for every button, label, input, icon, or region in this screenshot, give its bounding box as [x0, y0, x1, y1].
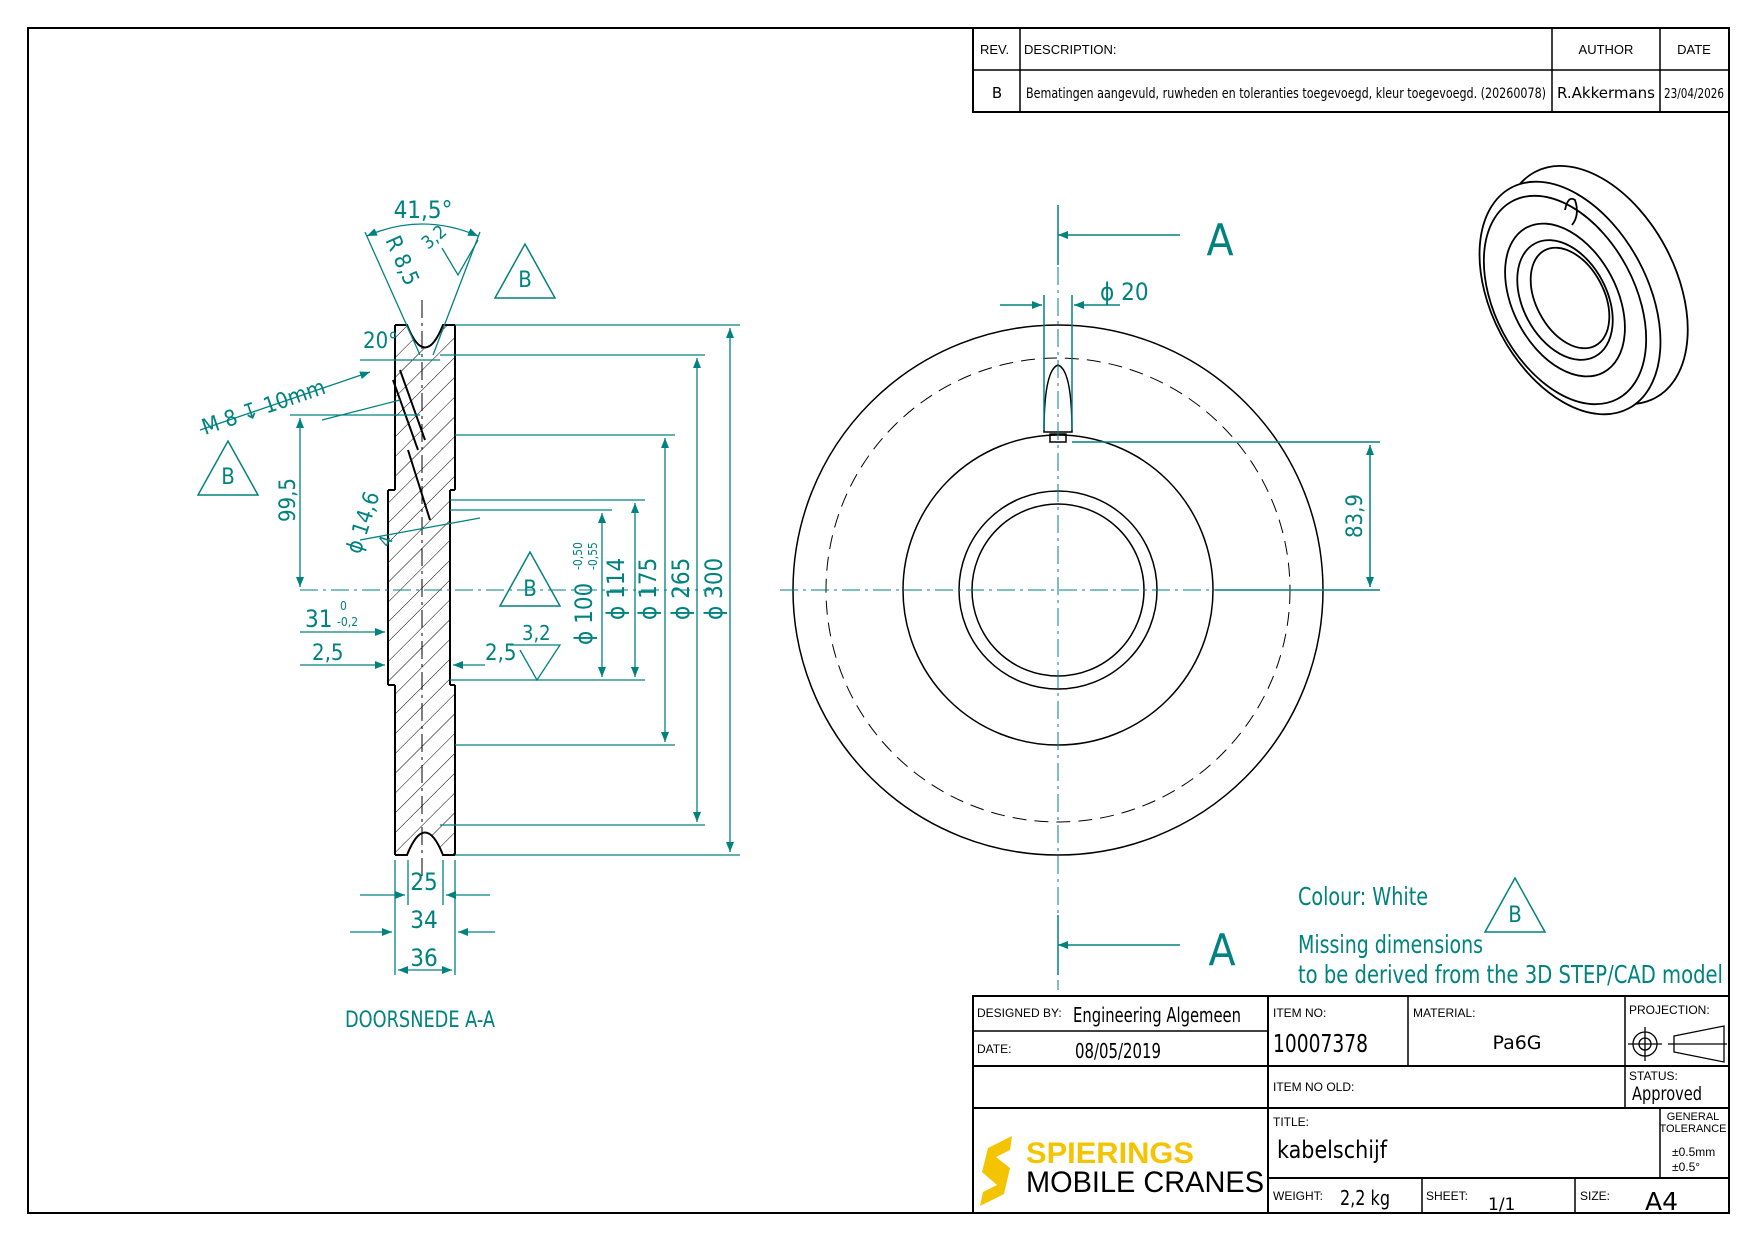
dim-phi-20: ϕ 20 [1100, 278, 1149, 306]
section-title: DOORSNEDE A-A [345, 1008, 495, 1033]
angle-20-dimension: 20° [363, 329, 398, 354]
tol-100-upper: -0,50 [571, 542, 585, 570]
title-block: DESIGNED BY: Engineering Algemeen DATE: … [972, 995, 1730, 1216]
designed-by-label: DESIGNED BY: [977, 1006, 1062, 1020]
triangle-b-mid: B [523, 577, 537, 602]
item-no-old-label: ITEM NO OLD: [1273, 1080, 1354, 1094]
sheet-label: SHEET: [1426, 1189, 1468, 1203]
dim-phi-114: ϕ 114 [602, 558, 630, 620]
description-header: DESCRIPTION: [1024, 42, 1116, 57]
roughness-mid: 3,2 [522, 621, 551, 645]
colour-note: Colour: White [1298, 882, 1428, 911]
title-label: TITLE: [1273, 1115, 1309, 1129]
dim-phi-175: ϕ 175 [634, 558, 662, 620]
radius-dimension: R 8,5 [380, 232, 424, 289]
dim-31: 31 [305, 605, 332, 633]
dim-phi-14-6: ϕ 14,6 [342, 489, 385, 557]
size-label: SIZE: [1580, 1189, 1610, 1203]
status-label: STATUS: [1629, 1069, 1678, 1083]
notes-triangle-letter: B [1508, 903, 1522, 928]
date-header: DATE [1677, 42, 1711, 57]
dim-right-2-5: 2,5 [485, 641, 516, 666]
front-view: A A ϕ 20 83,9 [780, 205, 1380, 990]
dim-25: 25 [410, 868, 437, 896]
thread-dimension: M 8 ↧ 10mm [199, 375, 329, 441]
material-label: MATERIAL: [1413, 1006, 1475, 1020]
weight-label: WEIGHT: [1273, 1189, 1323, 1203]
dim-left-2-5: 2,5 [312, 641, 343, 666]
date-value: 08/05/2019 [1075, 1039, 1161, 1063]
angle-dimension: 41,5° [394, 196, 453, 224]
roughness-symbols [441, 239, 562, 682]
dim-34: 34 [410, 906, 437, 934]
section-label-bottom: A [1208, 925, 1235, 976]
title-value: kabelschijf [1277, 1136, 1387, 1164]
designed-by-value: Engineering Algemeen [1073, 1003, 1241, 1027]
revision-author: R.Akkermans [1557, 84, 1655, 102]
rev-header: REV. [980, 42, 1009, 57]
notes-triangle [1483, 876, 1547, 933]
sheet-value: 1/1 [1488, 1195, 1515, 1215]
status-value: Approved [1632, 1083, 1702, 1105]
spierings-logo: SPIERINGS MOBILE CRANES [980, 1136, 1264, 1206]
dim-phi-265: ϕ 265 [667, 558, 695, 620]
section-label-top: A [1206, 215, 1233, 266]
material-value: Pa6G [1492, 1032, 1541, 1054]
logo-mark-icon [980, 1136, 1012, 1206]
dim-36: 36 [410, 944, 437, 972]
tol-100-lower: -0,55 [586, 542, 600, 570]
date-label: DATE: [977, 1042, 1011, 1056]
tol-31-upper: 0 [340, 599, 347, 613]
triangle-b-left: B [221, 465, 235, 490]
revision-date: 23/04/2026 [1664, 87, 1724, 102]
logo-text-spierings: SPIERINGS [1026, 1137, 1194, 1170]
dim-99-5: 99,5 [276, 478, 301, 522]
sheet-border [27, 27, 1730, 1214]
section-view: 41,5° R 8,5 3,2 B 20° M 8 ↧ 10mm B 99,5 … [196, 196, 740, 1033]
revision-description: Bematingen aangevuld, ruwheden en tolera… [1026, 86, 1546, 102]
dim-83-9: 83,9 [1343, 494, 1368, 538]
tolerance-deg: ±0.5° [1672, 1160, 1700, 1174]
general-tolerance-label-2: TOLERANCE [1659, 1123, 1726, 1135]
dim-phi-100: ϕ 100 [570, 583, 598, 645]
author-header: AUTHOR [1579, 42, 1634, 57]
front-dimension-lines [1000, 205, 1380, 975]
rev-value: B [992, 84, 1002, 102]
item-no-label: ITEM NO: [1273, 1006, 1326, 1020]
projection-label: PROJECTION: [1629, 1003, 1710, 1017]
logo-text-mobile-cranes: MOBILE CRANES [1026, 1166, 1264, 1199]
weight-value: 2,2 kg [1340, 1186, 1390, 1210]
section-outline [387, 324, 456, 856]
tolerance-mm: ±0.5mm [1672, 1145, 1715, 1159]
triangle-b-top: B [518, 268, 532, 293]
revision-triangles [196, 242, 562, 607]
derived-note: to be derived from the 3D STEP/CAD model [1298, 960, 1723, 989]
dim-phi-300: ϕ 300 [700, 558, 728, 620]
missing-dimensions-note: Missing dimensions [1298, 930, 1483, 959]
revision-table: REV. DESCRIPTION: AUTHOR DATE B Bemating… [972, 27, 1730, 113]
general-tolerance-label-1: GENERAL [1667, 1111, 1720, 1123]
tol-31-lower: -0,2 [337, 615, 358, 629]
projection-symbol [1628, 1025, 1727, 1063]
item-no-value: 10007378 [1273, 1029, 1368, 1058]
size-value: A4 [1645, 1187, 1678, 1216]
notes: Colour: White B Missing dimensions to be… [1298, 876, 1723, 989]
isometric-view [1478, 165, 1689, 416]
section-dimension-lines [199, 223, 740, 975]
